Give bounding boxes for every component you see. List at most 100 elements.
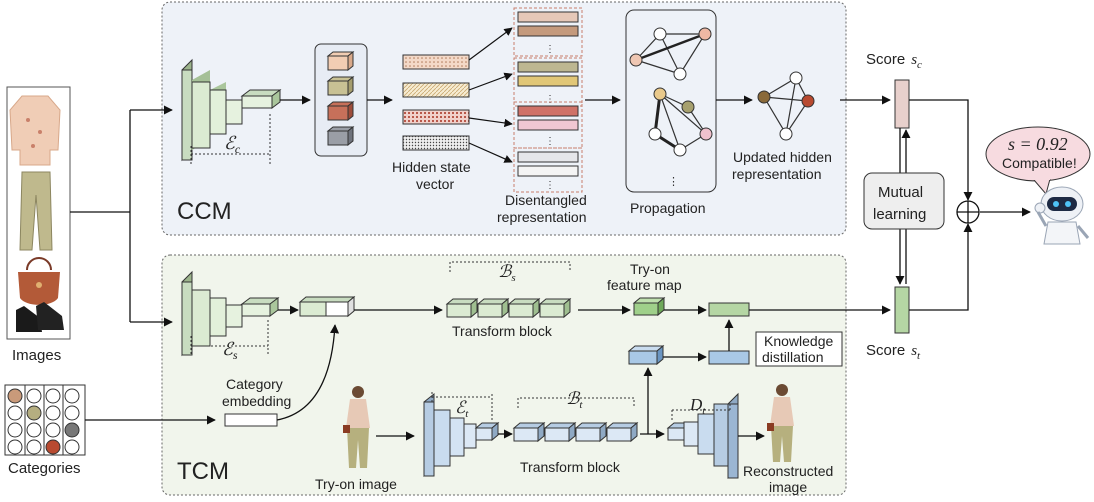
- disentangled-label-1: Disentangled: [505, 192, 587, 208]
- dt-bracket: [671, 404, 731, 420]
- transform-block-bottom-label: Transform block: [520, 459, 621, 475]
- enc-s-symbol: ℰs: [222, 339, 238, 362]
- tryon-fm-label-2: feature map: [607, 277, 682, 293]
- feature-cube: [327, 80, 349, 96]
- hidden-state-label-1: Hidden state: [392, 159, 471, 175]
- knowledge-distillation-box: [755, 331, 843, 367]
- shoes-image: [16, 302, 64, 332]
- category-circle: [26, 439, 42, 455]
- disentangled-label-2: representation: [497, 209, 587, 225]
- transform-cube-t-side: [568, 421, 576, 443]
- category-circle: [64, 422, 80, 438]
- category-circle: [64, 388, 80, 404]
- arrow-embedding-to-concat: [276, 324, 340, 421]
- category-circle: [64, 439, 80, 455]
- feature-cube: [327, 130, 349, 146]
- updated-graph: [757, 71, 815, 141]
- feature-cubes: [314, 43, 368, 157]
- updated-label-2: representation: [732, 166, 822, 182]
- svg-text:⋮: ⋮: [668, 176, 679, 188]
- reconstructed-person-image: [767, 384, 794, 462]
- fusion-plus-icon: [956, 200, 980, 224]
- category-circle: [64, 405, 80, 421]
- categories-label: Categories: [8, 460, 81, 477]
- transform-cube-s: [508, 303, 534, 318]
- transform-cube-s-side: [470, 297, 478, 319]
- score-c-bar: [894, 79, 910, 129]
- tcm-label: TCM: [177, 458, 229, 485]
- transform-cube-s: [477, 303, 503, 318]
- arrows-to-disentangled: [468, 27, 513, 163]
- knowledge-label-2: distillation: [762, 349, 823, 365]
- category-circle: [45, 405, 61, 421]
- tcm-encoder: [181, 270, 280, 357]
- reconstructed-label-1: Reconstructed: [743, 463, 833, 479]
- category-circle: [26, 405, 42, 421]
- feature-cube-side: [347, 100, 354, 122]
- tryon-fm-label-1: Try-on: [630, 261, 670, 277]
- feature-cube-side: [347, 75, 354, 97]
- images-label: Images: [12, 347, 61, 364]
- category-circle: [26, 422, 42, 438]
- transform-cube-s-side: [532, 297, 540, 319]
- categories-grid: [4, 384, 86, 456]
- category-circle: [7, 422, 23, 438]
- category-embedding-label-1: Category: [226, 376, 283, 392]
- decoder-dt: [666, 392, 739, 479]
- knowledge-label-1: Knowledge: [764, 333, 833, 349]
- svg-text:⋮: ⋮: [545, 94, 555, 105]
- tcm-module-box: [161, 254, 847, 496]
- svg-text:⋮: ⋮: [545, 44, 555, 55]
- hidden-state-vectors: [402, 54, 470, 151]
- svg-text:⋮: ⋮: [545, 136, 555, 147]
- outfit-images: [6, 86, 71, 340]
- blue-feature-small: [627, 344, 665, 366]
- result-bubble: [985, 126, 1091, 196]
- transform-block-top-label: Transform block: [452, 323, 553, 339]
- category-circle: [7, 405, 23, 421]
- robot-icon: [1034, 186, 1090, 245]
- enc-t-bracket: [431, 392, 493, 420]
- kd-feature: [708, 350, 750, 365]
- dt-symbol: Dt: [689, 395, 706, 417]
- category-embedding-box: [224, 413, 278, 427]
- category-circle: [45, 422, 61, 438]
- transform-cube-t-side: [537, 421, 545, 443]
- transform-cube-s: [446, 303, 472, 318]
- blouse-image: [9, 95, 61, 166]
- hidden-state-label-2: vector: [416, 176, 454, 192]
- transform-block-t: [512, 397, 639, 443]
- decoder-routing: [640, 367, 665, 439]
- category-circle: [7, 388, 23, 404]
- transform-cube-t: [575, 427, 601, 442]
- category-embedding-label-2: embedding: [222, 393, 291, 409]
- reconstructed-label-2: image: [769, 479, 807, 495]
- tcm-encoder-t: [423, 392, 500, 478]
- b-t-symbol: ℬt: [566, 389, 583, 411]
- feature-cube-side: [347, 125, 354, 147]
- feature-cube: [327, 105, 349, 121]
- fusion-routing: [909, 99, 1031, 311]
- concat-feature: [298, 295, 356, 318]
- propagation-graphs: ⋮: [625, 9, 717, 193]
- ccm-label: CCM: [177, 198, 232, 225]
- score-t-bar: [894, 286, 910, 334]
- result-value: s = 0.92: [1008, 134, 1068, 154]
- propagation-label: Propagation: [630, 200, 706, 216]
- bag-image: [18, 257, 60, 305]
- category-circle: [45, 388, 61, 404]
- transform-block-s: [445, 261, 572, 319]
- updated-label-1: Updated hidden: [733, 149, 832, 165]
- category-circle: [26, 388, 42, 404]
- disentangled-representation: ⋮ ⋮ ⋮ ⋮: [513, 7, 583, 193]
- transform-cube-s: [539, 303, 565, 318]
- transform-cube-s-side: [563, 297, 571, 319]
- transform-cube-t: [513, 427, 539, 442]
- result-text: Compatible!: [1002, 155, 1077, 171]
- transform-cube-t: [544, 427, 570, 442]
- category-circle: [7, 439, 23, 455]
- tryon-feature-map: [632, 296, 666, 317]
